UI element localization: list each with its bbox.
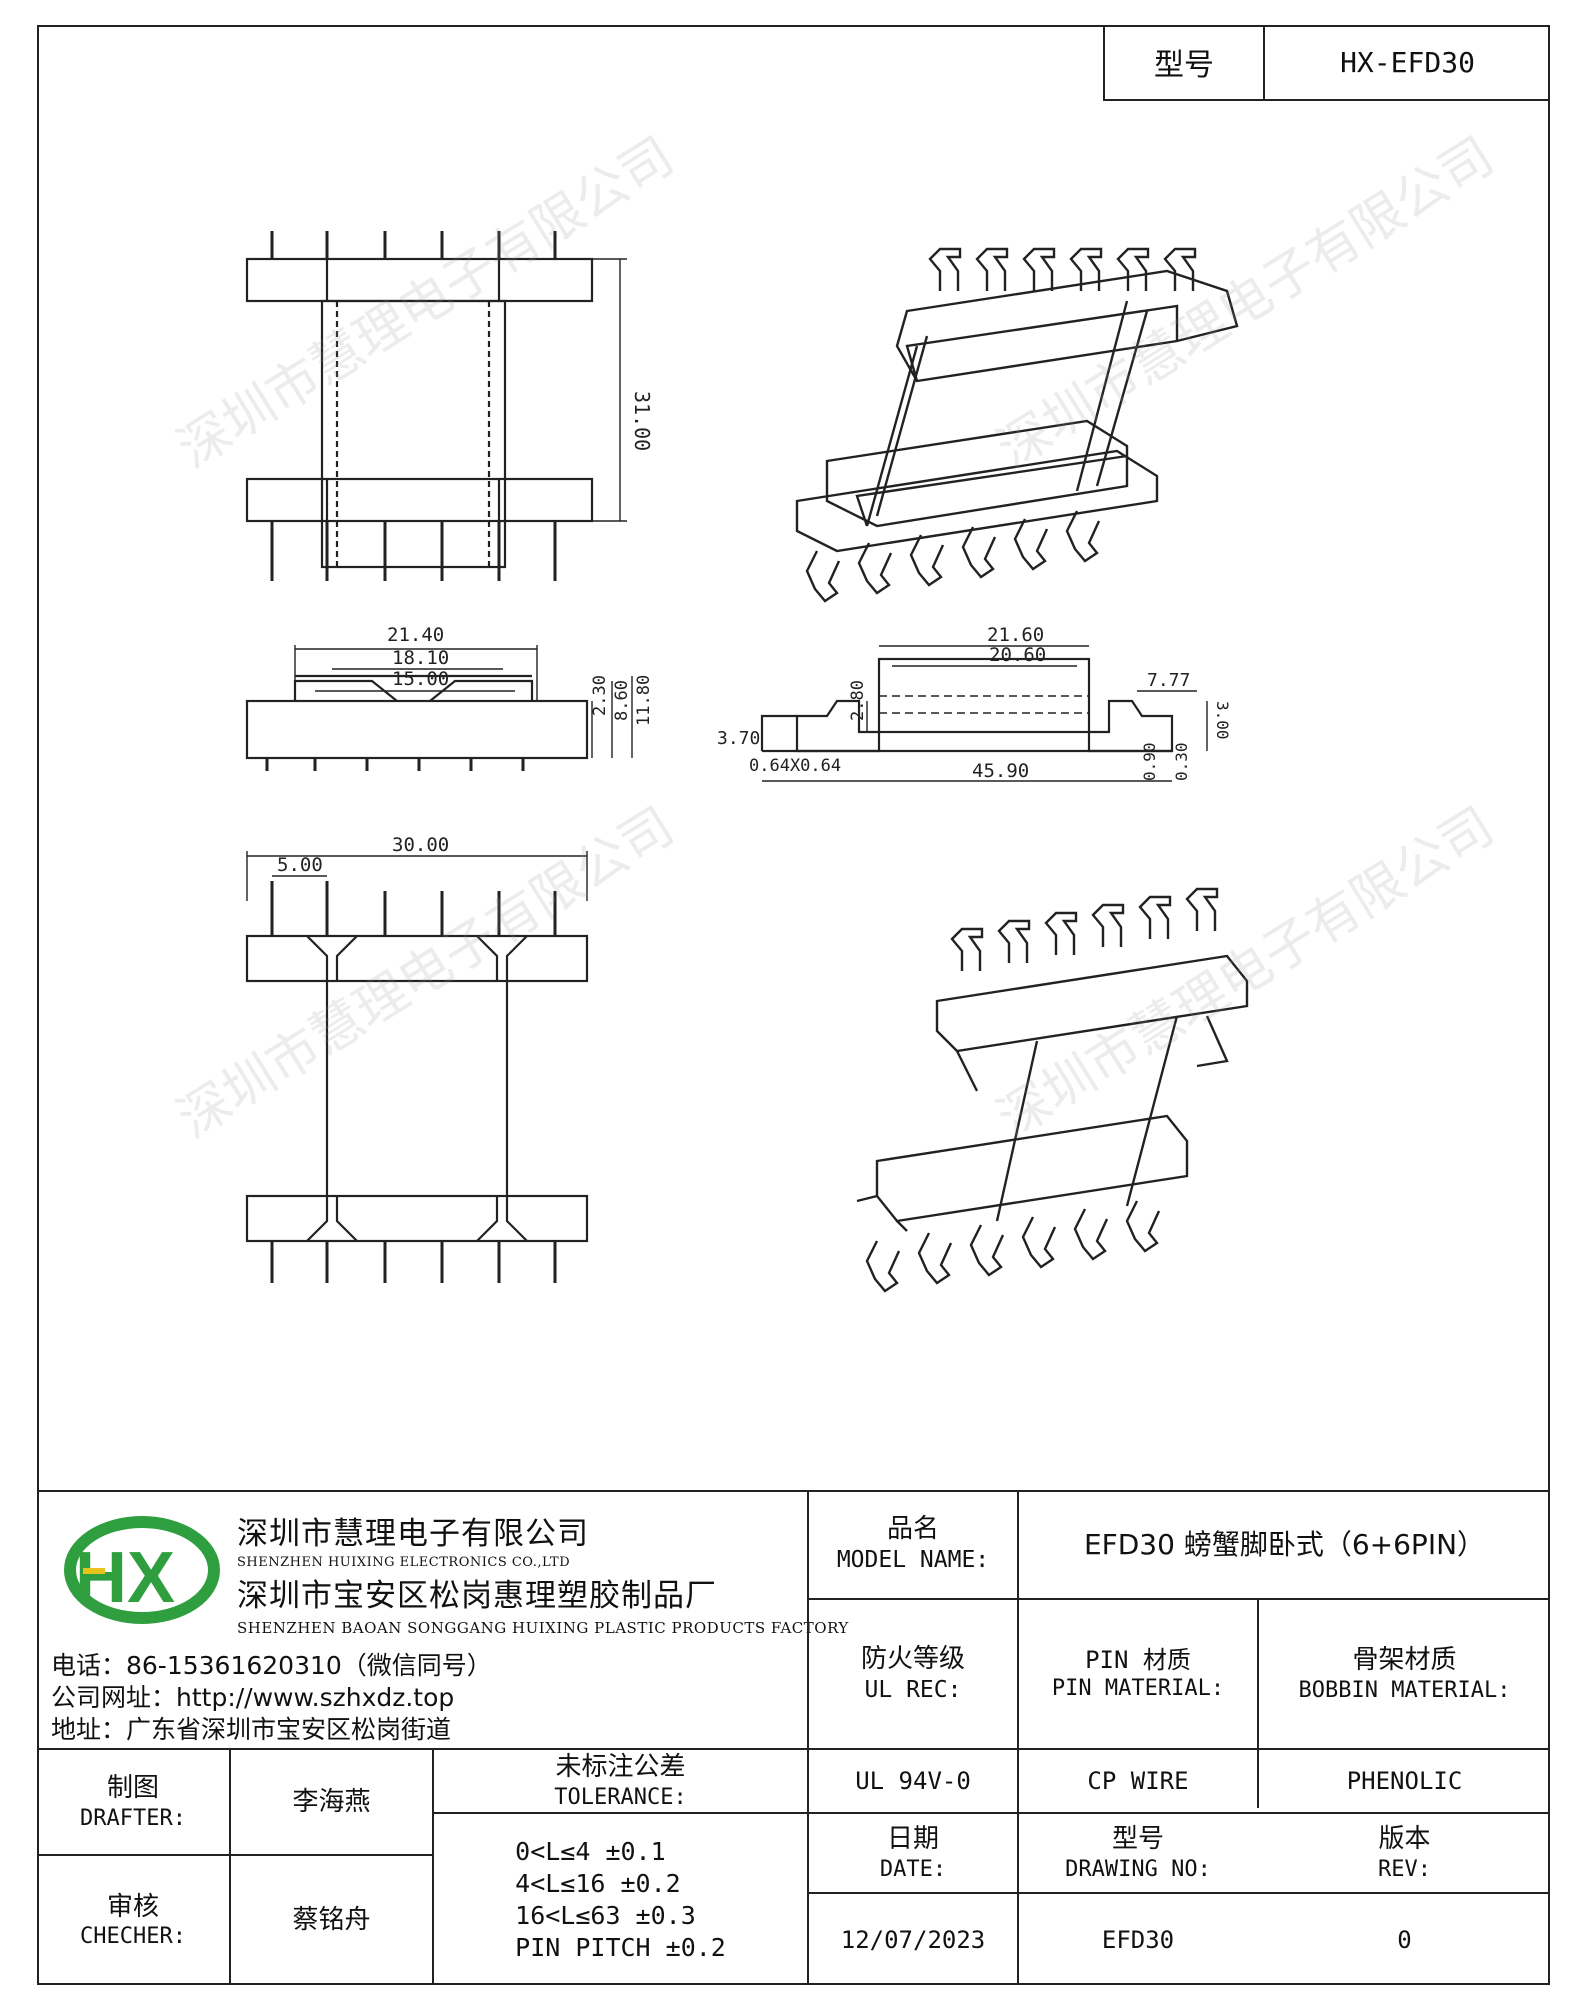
date-label-cn: 日期 <box>886 1824 939 1854</box>
iso-view-top <box>795 247 1239 603</box>
model-header-value: HX-EFD30 <box>1340 45 1475 79</box>
pin-material-label: PIN 材质 PIN MATERIAL: <box>1019 1600 1257 1748</box>
logo-letters: HX <box>75 1538 175 1618</box>
drafter-label-cn: 制图 <box>106 1773 159 1803</box>
rev-value: 0 <box>1397 1925 1412 1954</box>
pin-material-value: CP WIRE <box>1087 1767 1189 1795</box>
drawing-no-label-en: DRAWING NO: <box>1065 1856 1211 1882</box>
bobbin-material-label: 骨架材质 BOBBIN MATERIAL: <box>1259 1600 1550 1748</box>
technical-drawing: 31.00 <box>245 231 1249 1293</box>
contact-info: 电话：86-15361620310（微信同号） 公司网址：http://www.… <box>51 1650 492 1746</box>
iso-view-bottom <box>856 887 1249 1293</box>
dim-side-w2: 20.60 <box>989 644 1046 666</box>
bottom-view: 30.00 5.00 <box>245 834 589 1283</box>
checker-name: 蔡铭舟 <box>292 1905 371 1936</box>
address-text: 地址：广东省深圳市宝安区松岗街道 <box>51 1715 452 1744</box>
dim-side-pin: 0.64X0.64 <box>749 756 841 776</box>
model-name-label: 品名 MODEL NAME: <box>809 1490 1017 1598</box>
dim-side-total: 45.90 <box>972 760 1029 782</box>
dim-side-h1: 2.80 <box>848 680 868 721</box>
dim-side-angle: 0.30 <box>1172 742 1191 781</box>
drawing-no-label-cn: 型号 <box>1111 1824 1164 1854</box>
bobbin-material-label-en: BOBBIN MATERIAL: <box>1298 1677 1511 1703</box>
side-view: 21.60 20.60 2.80 3.70 0.64X0.64 45.90 7.… <box>717 624 1232 782</box>
tolerance-table: 0<L≤4 ±0.1 4<L≤16 ±0.2 16<L≤63 ±0.3 PIN … <box>434 1814 807 1985</box>
bobbin-material-value: PHENOLIC <box>1346 1767 1463 1795</box>
fire-rating-label-cn: 防火等级 <box>860 1644 965 1675</box>
date-value: 12/07/2023 <box>840 1925 986 1954</box>
pin-material-label-cn: PIN 材质 <box>1085 1646 1191 1675</box>
dim-front-w1: 21.40 <box>387 624 444 646</box>
front-view: 21.40 18.10 15.00 2.30 8.60 11.80 <box>245 624 654 771</box>
website-text: 公司网址：http://www.szhxdz.top <box>51 1683 455 1712</box>
bobbin-material-label-cn: 骨架材质 <box>1352 1645 1457 1675</box>
model-name-label-en: MODEL NAME: <box>836 1546 990 1573</box>
factory-name-en: SHENZHEN BAOAN SONGGANG HUIXING PLASTIC … <box>237 1619 849 1637</box>
dim-side-w1: 21.60 <box>987 624 1044 646</box>
factory-name-cn: 深圳市宝安区松岗惠理塑胶制品厂 <box>237 1578 717 1614</box>
dim-pitch: 5.00 <box>277 854 323 876</box>
drawing-no-value: EFD30 <box>1101 1925 1175 1954</box>
company-logo: HX <box>47 1510 222 1625</box>
drafter-name: 李海燕 <box>292 1786 371 1817</box>
rev-label: 版本 REV: <box>1259 1814 1550 1892</box>
technical-drawing-area: 31.00 <box>37 101 1550 1491</box>
tolerance-line: 0<L≤4 ±0.1 <box>515 1836 666 1866</box>
fire-rating-label-en: UL REC: <box>864 1676 962 1703</box>
tolerance-label-en: TOLERANCE: <box>554 1784 687 1810</box>
tolerance-line: PIN PITCH ±0.2 <box>515 1932 726 1962</box>
dim-front-h3: 11.80 <box>634 675 654 726</box>
tolerance-line: 16<L≤63 ±0.3 <box>515 1900 696 1930</box>
model-name-label-cn: 品名 <box>886 1514 939 1545</box>
dim-front-h2: 8.60 <box>612 680 632 721</box>
rev-label-cn: 版本 <box>1378 1824 1431 1854</box>
checker-label-cn: 审核 <box>106 1891 159 1922</box>
tolerance-label-cn: 未标注公差 <box>555 1752 686 1782</box>
pin-material-label-en: PIN MATERIAL: <box>1051 1676 1225 1702</box>
title-block: HX 深圳市慧理电子有限公司 SHENZHEN HUIXING ELECTRON… <box>37 1490 1550 1985</box>
phone-text: 电话：86-15361620310（微信同号） <box>51 1651 492 1680</box>
dim-side-r-v: 0.90 <box>1140 742 1159 781</box>
fire-rating-label: 防火等级 UL REC: <box>809 1600 1017 1748</box>
dim-front-w3: 15.00 <box>392 668 449 690</box>
dim-side-left: 3.70 <box>717 728 760 749</box>
dim-top-height: 31.00 <box>630 391 654 451</box>
tolerance-line: 4<L≤16 ±0.2 <box>515 1868 681 1898</box>
dim-front-h1: 2.30 <box>590 675 610 716</box>
top-view: 31.00 <box>245 231 654 581</box>
company-info: 深圳市慧理电子有限公司 SHENZHEN HUIXING ELECTRONICS… <box>237 1508 849 1637</box>
dim-front-w2: 18.10 <box>392 647 449 669</box>
drafter-label: 制图 DRAFTER: <box>37 1750 229 1854</box>
model-header-label: 型号 <box>1105 25 1265 99</box>
dim-side-r-h: 3.00 <box>1213 701 1232 740</box>
model-name-value: EFD30 螃蟹脚卧式（6+6PIN） <box>1083 1527 1486 1561</box>
drawing-no-label: 型号 DRAWING NO: <box>1019 1814 1257 1892</box>
drafter-label-en: DRAFTER: <box>80 1805 186 1831</box>
date-label-en: DATE: <box>879 1856 947 1882</box>
checker-label: 审核 CHECHER: <box>37 1856 229 1985</box>
dim-bottom-w: 30.00 <box>392 834 449 856</box>
company-name-en: SHENZHEN HUIXING ELECTRONICS CO.,LTD <box>237 1555 571 1570</box>
date-label: 日期 DATE: <box>809 1814 1017 1892</box>
drawing-sheet-border <box>37 25 1550 1985</box>
fire-rating-value: UL 94V-0 <box>855 1767 971 1795</box>
model-header-box: 型号 HX-EFD30 <box>1103 25 1550 101</box>
checker-label-en: CHECHER: <box>80 1924 186 1949</box>
dim-side-right: 7.77 <box>1147 670 1190 691</box>
rev-label-en: REV: <box>1378 1856 1431 1882</box>
tolerance-label: 未标注公差 TOLERANCE: <box>434 1750 807 1812</box>
company-name-cn: 深圳市慧理电子有限公司 <box>237 1516 589 1552</box>
